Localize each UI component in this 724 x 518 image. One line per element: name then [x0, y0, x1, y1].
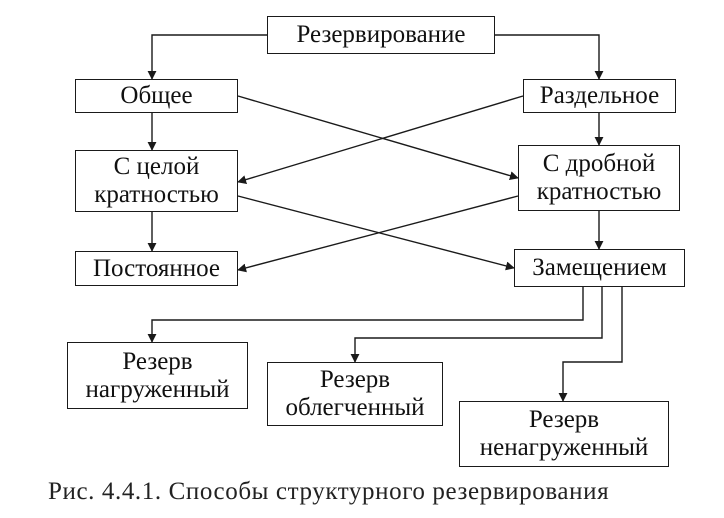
- edge-whole-substitution: [237, 195, 515, 271]
- node-separate: Раздельное: [523, 79, 676, 113]
- node-label-line: Замещением: [532, 254, 667, 281]
- edge-root-separate: [495, 34, 604, 80]
- node-label-line: облегченный: [285, 394, 425, 421]
- node-label-line: Резервирование: [296, 21, 466, 48]
- edge-separate-whole: [237, 95, 524, 184]
- edge-substitution-unloaded: [558, 287, 623, 402]
- node-permanent: Постоянное: [75, 251, 238, 286]
- figure-caption: Рис. 4.4.1. Способы структурного резерви…: [48, 478, 610, 505]
- edge-general-frac: [237, 95, 519, 181]
- node-label-line: С целой: [113, 153, 200, 180]
- node-label-line: Постоянное: [92, 254, 221, 282]
- edge-frac-permanent: [237, 195, 519, 273]
- node-label-line: Общее: [120, 82, 193, 109]
- node-reservation: Резервирование: [267, 16, 495, 54]
- node-label-line: Резерв: [528, 406, 600, 433]
- node-general: Общее: [75, 79, 238, 113]
- node-label-line: Резерв: [319, 366, 391, 393]
- node-label-line: С дробной: [542, 150, 656, 177]
- node-label-line: нагруженный: [85, 375, 230, 403]
- node-label-line: Раздельное: [539, 82, 660, 109]
- node-label-line: Резерв: [122, 347, 193, 375]
- node-substitution: Замещением: [514, 249, 685, 287]
- node-label-line: ненагруженный: [479, 434, 649, 461]
- edge-root-general: [147, 34, 267, 80]
- node-label-line: кратностью: [536, 178, 662, 205]
- node-label-line: кратностью: [94, 181, 219, 208]
- edge-substitution-loaded: [147, 287, 584, 343]
- edge-substitution-lightened: [350, 287, 603, 363]
